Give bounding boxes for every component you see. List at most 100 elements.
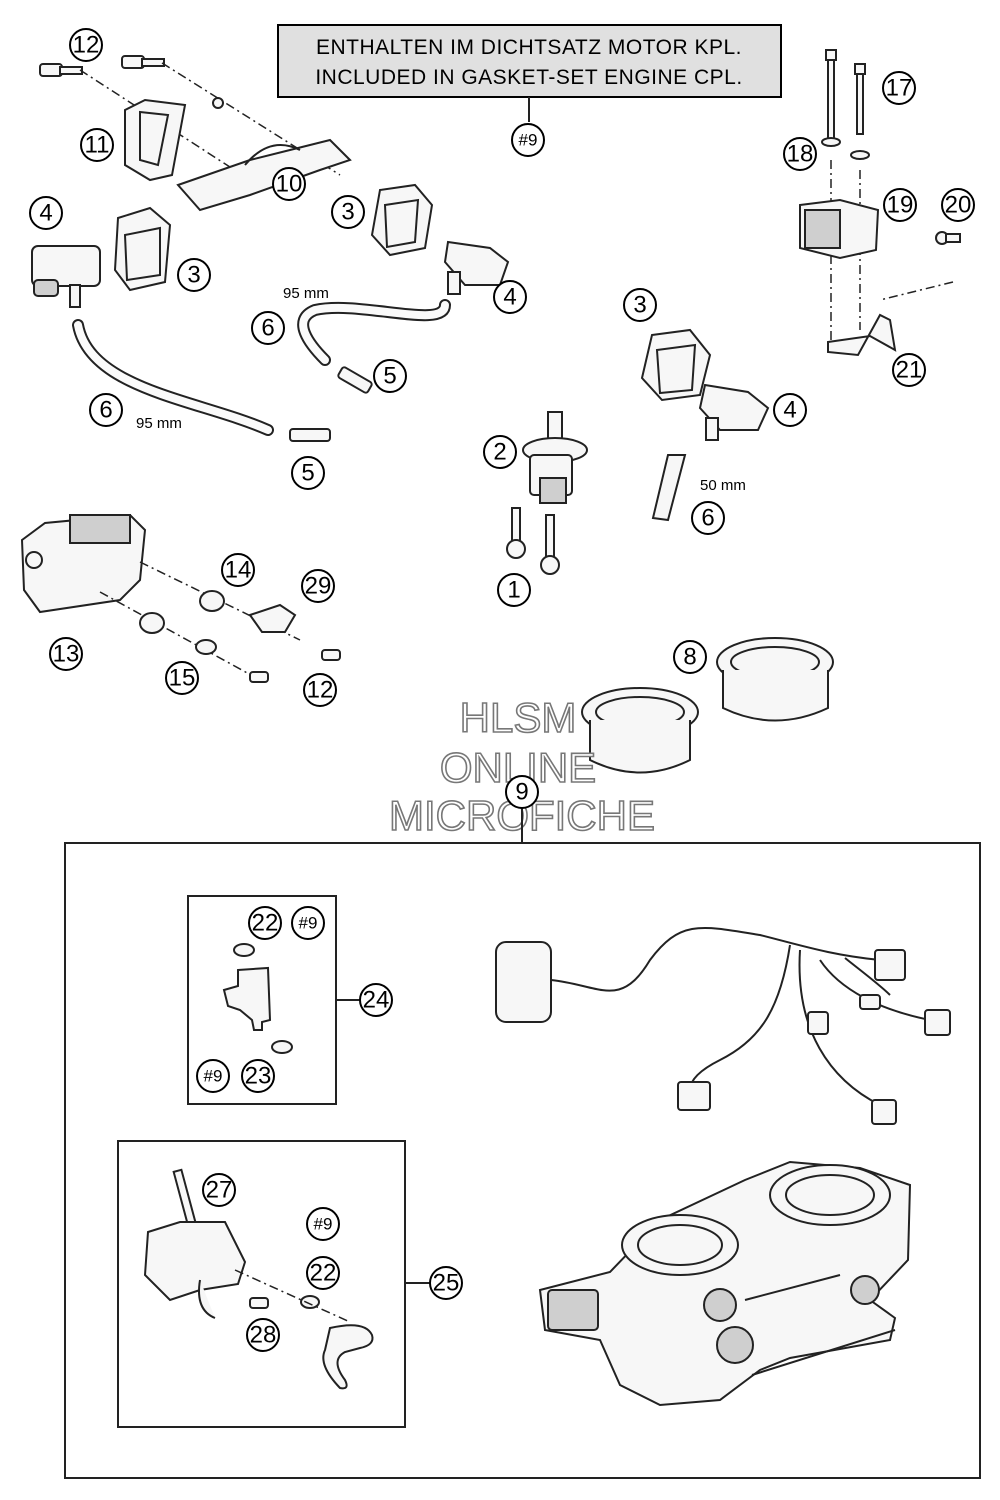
callout-15[interactable]: 15 [165,661,199,695]
part-injector [222,943,293,1054]
svg-text:13: 13 [53,641,80,668]
callout-22-valve[interactable]: 22 [306,1256,340,1290]
svg-text:3: 3 [187,262,200,289]
callout-28[interactable]: 28 [246,1318,280,1352]
svg-text:25: 25 [433,1270,460,1297]
callout-18[interactable]: 18 [783,137,817,171]
part-sensor-4-left [31,245,101,308]
svg-text:3: 3 [341,199,354,226]
svg-text:24: 24 [363,987,390,1014]
gasket-note: ENTHALTEN IM DICHTSATZ MOTOR KPL. INCLUD… [277,24,782,122]
svg-text:11: 11 [85,132,110,159]
callout-12-top[interactable]: 12 [69,28,103,62]
svg-text:20: 20 [945,192,972,219]
svg-text:#9: #9 [204,1067,223,1086]
callout-21[interactable]: 21 [892,353,926,387]
svg-text:23: 23 [245,1063,272,1090]
part-valve-assembly [143,1168,374,1390]
part-sensor-4-right [698,383,770,441]
callout-22-injector[interactable]: 22 [248,906,282,940]
svg-text:1: 1 [507,577,520,604]
dim-hose-right: 50 mm [700,477,746,494]
svg-text:4: 4 [503,284,516,311]
ref-9-valve[interactable]: #9 [306,1207,340,1241]
callout-23[interactable]: 23 [241,1059,275,1093]
part-screws-17 [825,49,866,146]
part-hose-6-right [651,454,687,522]
part-bolts-12-bottom [249,649,341,683]
callout-2[interactable]: 2 [483,435,517,469]
svg-text:12: 12 [73,32,100,59]
callout-4-mid[interactable]: 4 [493,280,527,314]
note-line-1: ENTHALTEN IM DICHTSATZ MOTOR KPL. [316,36,742,59]
svg-text:19: 19 [887,192,914,219]
svg-text:12: 12 [307,677,334,704]
svg-text:10: 10 [276,171,303,198]
callout-6-mid[interactable]: 6 [251,311,285,345]
callout-17[interactable]: 17 [882,71,916,105]
part-clip-29 [248,603,297,633]
svg-text:2: 2 [493,439,506,466]
callout-6-left[interactable]: 6 [89,393,123,427]
svg-text:3: 3 [633,292,646,319]
callout-19[interactable]: 19 [883,188,917,222]
svg-text:22: 22 [310,1260,337,1287]
svg-text:5: 5 [383,363,396,390]
svg-text:9: 9 [515,779,528,806]
callout-14[interactable]: 14 [221,553,255,587]
part-relay-19 [799,198,880,260]
part-bracket-21 [827,313,897,357]
part-connector-3-left [113,206,172,292]
ref-9-injector-top[interactable]: #9 [291,906,325,940]
svg-text:18: 18 [787,141,814,168]
callout-4-left[interactable]: 4 [29,196,63,230]
callout-3-right[interactable]: 3 [623,288,657,322]
svg-text:#9: #9 [299,914,318,933]
callout-4-right[interactable]: 4 [773,393,807,427]
callout-10[interactable]: 10 [272,167,306,201]
svg-text:6: 6 [701,505,714,532]
callout-5-mid[interactable]: 5 [373,359,407,393]
svg-text:6: 6 [99,397,112,424]
svg-text:#9: #9 [314,1215,333,1234]
svg-text:6: 6 [261,315,274,342]
part-sensor-2 [522,411,588,504]
callout-13[interactable]: 13 [49,637,83,671]
callout-12-bottom[interactable]: 12 [303,673,337,707]
callout-11[interactable]: 11 [80,128,114,162]
part-wiring-harness [495,926,951,1125]
svg-text:22: 22 [252,910,279,937]
callout-24[interactable]: 24 [359,983,393,1017]
callout-27[interactable]: 27 [202,1173,236,1207]
svg-text:5: 5 [301,460,314,487]
callout-3-left[interactable]: 3 [177,258,211,292]
part-washers-18 [821,137,870,160]
callout-29[interactable]: 29 [301,569,335,603]
callout-6-right[interactable]: 6 [691,501,725,535]
part-connector-3-right [640,328,712,402]
ref-9-note[interactable]: #9 [511,123,545,157]
ref-9-injector-bottom[interactable]: #9 [196,1059,230,1093]
part-screw-20 [935,231,961,245]
part-throttle-body [538,1160,912,1407]
svg-text:17: 17 [886,75,913,102]
dim-hose-mid: 95 mm [283,285,329,302]
callout-20[interactable]: 20 [941,188,975,222]
part-ecu-13 [20,513,147,614]
callout-9[interactable]: 9 [505,775,539,809]
svg-text:29: 29 [305,573,332,600]
part-grommet-14 [139,590,225,634]
callout-1[interactable]: 1 [497,573,531,607]
part-bracket-11 [124,98,187,182]
callout-8[interactable]: 8 [673,640,707,674]
callout-3-mid[interactable]: 3 [331,195,365,229]
svg-text:4: 4 [783,397,796,424]
svg-text:14: 14 [225,557,252,584]
part-connector-3-mid [370,183,434,257]
callout-25[interactable]: 25 [429,1266,463,1300]
dim-hose-left: 95 mm [136,415,182,432]
part-washer-15 [195,639,217,655]
svg-text:15: 15 [169,665,196,692]
part-hose-6-left [72,319,274,436]
callout-5-left[interactable]: 5 [291,456,325,490]
